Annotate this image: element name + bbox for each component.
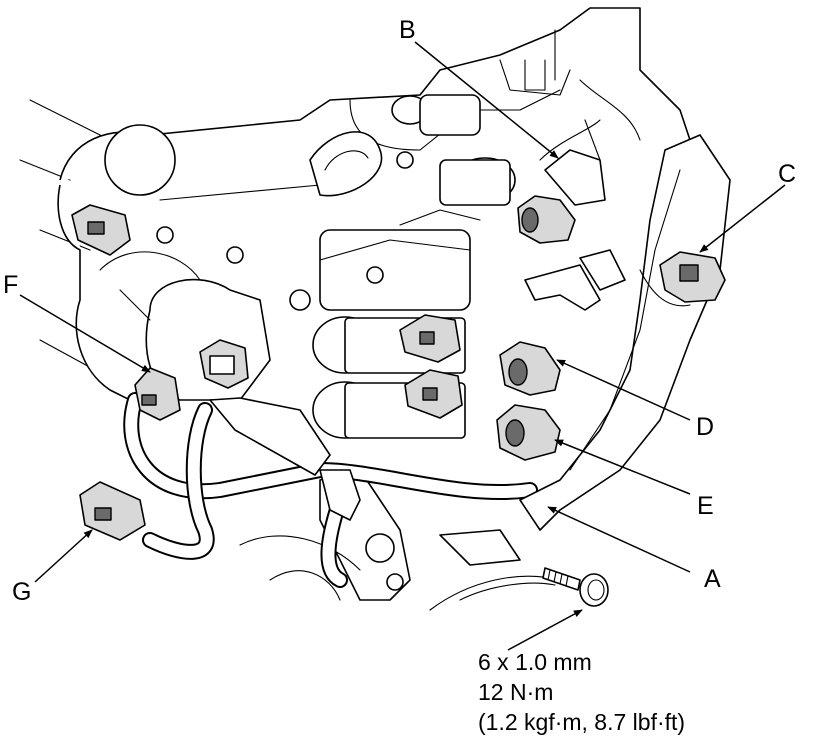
connector-c <box>639 251 726 307</box>
callout-c: C <box>778 160 796 188</box>
leader-lines <box>19 41 786 651</box>
solenoid-connector-upper <box>399 314 461 363</box>
connector-e <box>496 404 561 461</box>
bolt-size-label: 6 x 1.0 mm <box>478 649 592 675</box>
bolt-torque-label: 12 N·m <box>478 679 553 705</box>
connector-g <box>79 481 146 541</box>
solenoid-connector-lower <box>404 369 463 419</box>
sensor-connector-center-left <box>199 339 249 389</box>
callout-g: G <box>12 578 31 606</box>
transmission-housing <box>19 7 691 611</box>
connector-d <box>499 341 561 396</box>
bolt-torque-alt-label: (1.2 kgf·m, 8.7 lbf·ft) <box>478 709 685 735</box>
callout-a: A <box>704 565 721 593</box>
callout-b: B <box>399 16 416 44</box>
callout-d: D <box>696 413 714 441</box>
callout-f: F <box>3 271 18 299</box>
connector-b <box>517 195 576 244</box>
sensor-connector-upper-left <box>71 204 131 256</box>
flange-bolt <box>542 567 609 607</box>
callout-e: E <box>697 492 714 520</box>
wire-harness-a <box>123 119 731 588</box>
